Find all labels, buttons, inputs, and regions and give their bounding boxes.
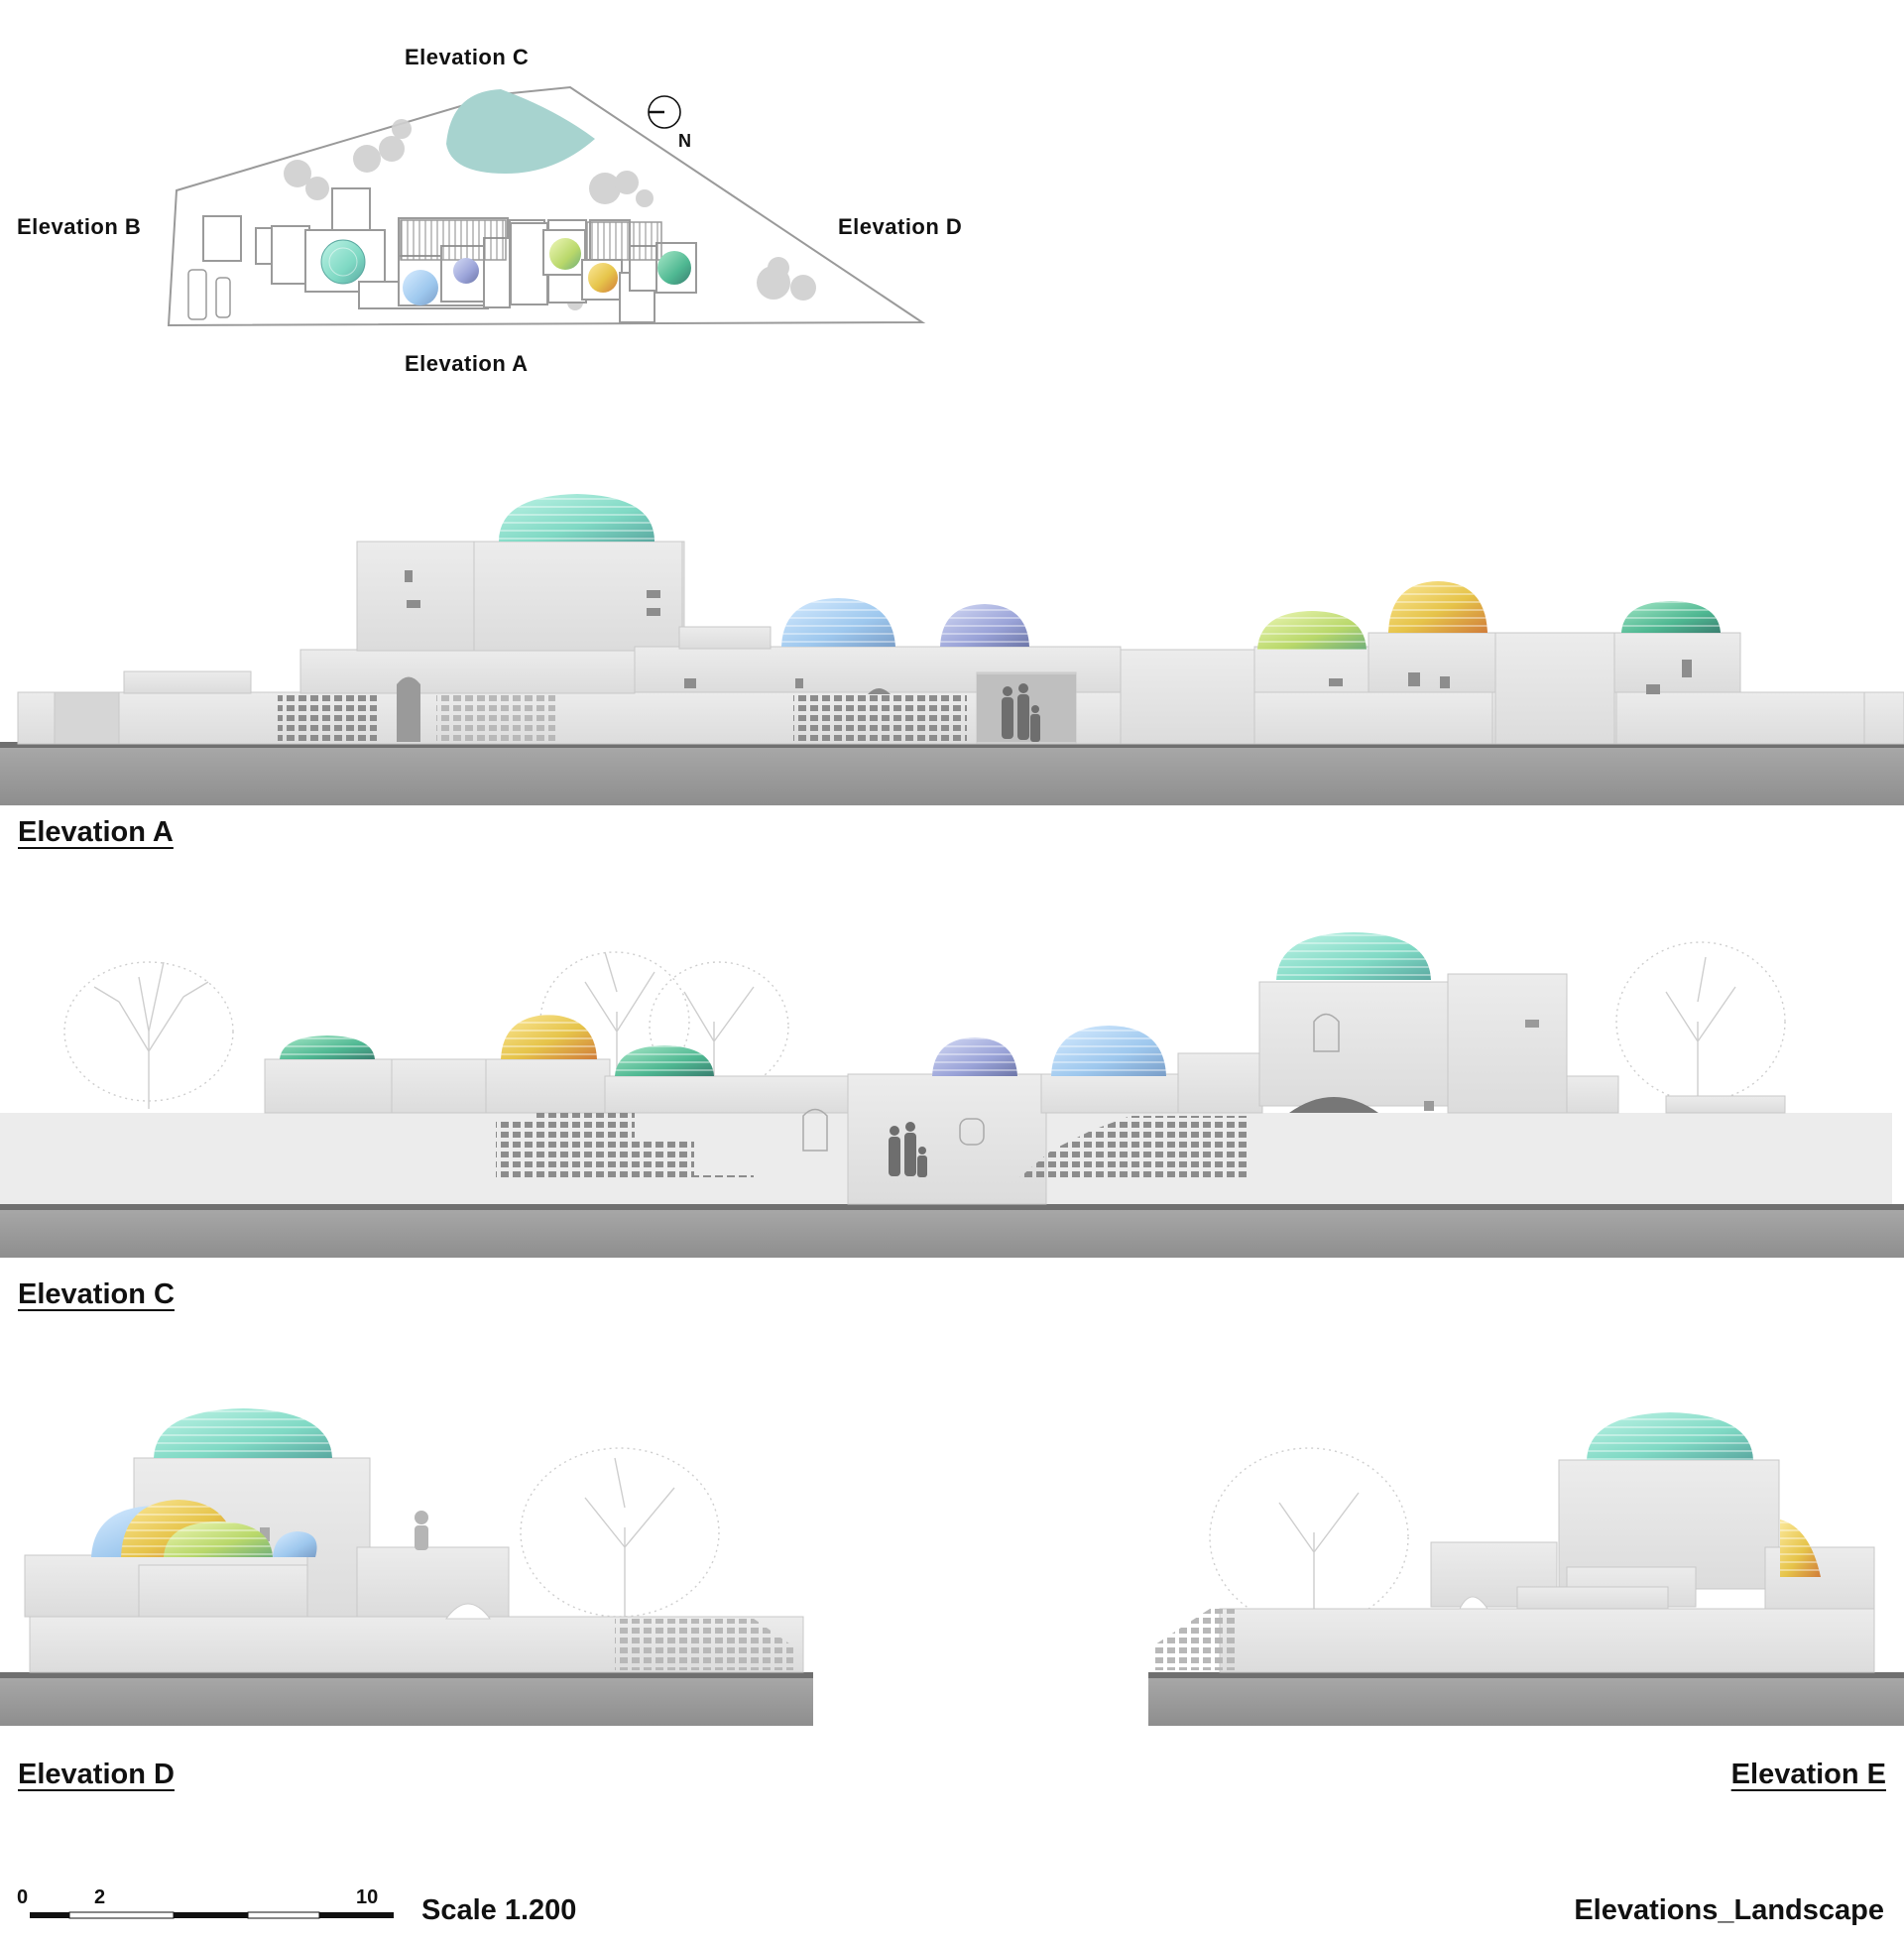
plan-domes: [320, 238, 691, 305]
north-label: N: [678, 131, 692, 151]
elevation-d-drawing: [0, 1408, 813, 1726]
elevation-title-c: Elevation C: [18, 1278, 175, 1310]
plan-roof-hatch: [400, 219, 662, 261]
elevation-title-e: Elevation E: [1730, 1759, 1886, 1790]
elevation-c-trees: [63, 941, 1786, 1109]
elevation-a-drawing: [0, 494, 1904, 805]
elevation-c-drawing: [0, 932, 1904, 1258]
elevation-e-drawing: [1148, 1412, 1904, 1726]
plan-label-elevation-a: Elevation A: [405, 351, 529, 376]
scale-tick-2: 2: [94, 1886, 106, 1908]
pond: [446, 89, 595, 174]
plan-label-elevation-c: Elevation C: [405, 45, 530, 69]
elevation-title-a: Elevation A: [18, 816, 174, 848]
scale-tick-0: 0: [17, 1886, 29, 1908]
sheet-title: Elevations_Landscape: [1574, 1894, 1884, 1926]
elevation-title-d: Elevation D: [18, 1759, 175, 1790]
scale-bar: [30, 1911, 394, 1919]
plan-label-elevation-d: Elevation D: [838, 214, 963, 239]
plan-label-elevation-b: Elevation B: [17, 214, 142, 239]
ground: [0, 746, 1904, 805]
plan-trees: [284, 119, 816, 310]
scale-text: Scale 1.200: [421, 1894, 577, 1926]
site-plan: [167, 85, 926, 327]
scale-tick-10: 10: [356, 1886, 379, 1908]
plan-cars: [187, 269, 231, 320]
